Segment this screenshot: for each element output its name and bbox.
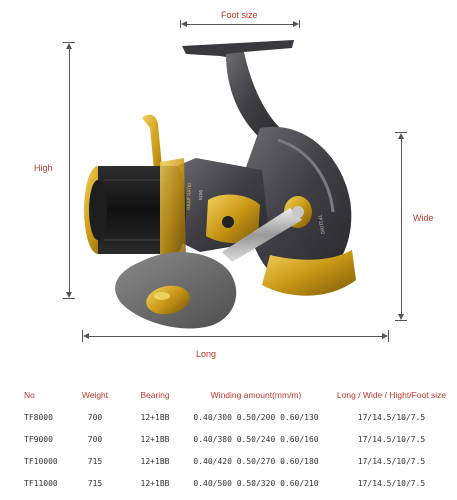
table-row: TF9000 700 12+1BB 0.40/380 0.50/240 0.60… <box>0 428 457 450</box>
cell-weight: 715 <box>87 456 103 466</box>
long-tick-right <box>388 330 389 342</box>
high-tick-top <box>63 42 75 43</box>
reel-foot <box>182 40 294 140</box>
cell-bearing: 12+1BB <box>140 434 170 444</box>
foot-size-tick-left <box>180 20 181 28</box>
cell-winding: 0.40/420 0.50/270 0.60/180 <box>193 456 319 466</box>
cell-dimensions: 17/14.5/10/7.5 <box>357 478 426 488</box>
header-weight: Weight <box>81 390 109 400</box>
reel-rotor: GEAR RATIO 5150 <box>172 158 270 252</box>
long-tick-left <box>82 330 83 342</box>
wide-tick-top <box>395 132 407 133</box>
reel-handle-knob <box>115 252 237 329</box>
wide-line <box>401 138 402 314</box>
long-label: Long <box>196 349 217 359</box>
reel-spec-text: 5150 <box>198 189 203 200</box>
cell-bearing: 12+1BB <box>140 478 170 488</box>
table-row: TF11000 715 12+1BB 0.40/500 0.50/320 0.6… <box>0 472 457 494</box>
wide-arrow-top <box>398 133 404 139</box>
header-bearing: Bearing <box>140 390 170 400</box>
long-arrow-left <box>83 333 89 339</box>
foot-size-arrow-right <box>293 21 299 27</box>
cell-winding: 0.40/500 0.50/320 0.60/210 <box>193 478 319 488</box>
header-dimensions: Long / Wide / Hight/Foot size <box>336 390 447 400</box>
reel-handle <box>222 196 312 262</box>
cell-bearing: 12+1BB <box>140 412 170 422</box>
cell-model: TF8000 <box>24 412 53 422</box>
foot-size-line <box>186 24 293 25</box>
high-arrow-bottom <box>66 292 72 298</box>
specs-table: No Weight Bearing Winding amount(mm/m) L… <box>0 384 457 494</box>
high-arrow-top <box>66 43 72 49</box>
foot-size-arrow-left <box>181 21 187 27</box>
cell-model: TF11000 <box>24 478 58 488</box>
header-no: No <box>24 390 35 400</box>
long-line <box>88 336 382 337</box>
high-line <box>69 48 70 292</box>
cell-weight: 700 <box>87 434 103 444</box>
cell-model: TF9000 <box>24 434 53 444</box>
table-row: TF8000 700 12+1BB 0.40/300 0.50/200 0.60… <box>0 406 457 428</box>
table-row: TF10000 715 12+1BB 0.40/420 0.50/270 0.6… <box>0 450 457 472</box>
cell-dimensions: 17/14.5/10/7.5 <box>357 434 426 444</box>
wide-label: Wide <box>413 213 434 223</box>
spinning-reel-image: TF11000 GEAR RATIO 5150 <box>84 40 356 329</box>
long-arrow-right <box>382 333 388 339</box>
wide-tick-bottom <box>395 320 407 321</box>
cell-dimensions: 17/14.5/10/7.5 <box>357 412 426 422</box>
header-winding-amount: Winding amount(mm/m) <box>210 390 302 400</box>
specs-header-row: No Weight Bearing Winding amount(mm/m) L… <box>0 384 457 406</box>
cell-model: TF10000 <box>24 456 58 466</box>
cell-dimensions: 17/14.5/10/7.5 <box>357 456 426 466</box>
foot-size-label: Foot size <box>221 10 258 20</box>
wide-arrow-bottom <box>398 314 404 320</box>
reel-gear-text: GEAR RATIO <box>186 182 192 210</box>
high-label: High <box>34 163 53 173</box>
cell-bearing: 12+1BB <box>140 456 170 466</box>
reel-model-text: TF11000 <box>316 214 325 235</box>
reel-spool <box>84 158 186 262</box>
high-tick-bottom <box>63 298 75 299</box>
cell-weight: 700 <box>87 412 103 422</box>
cell-winding: 0.40/300 0.50/200 0.60/130 <box>193 412 319 422</box>
cell-weight: 715 <box>87 478 103 488</box>
cell-winding: 0.40/380 0.50/240 0.60/160 <box>193 434 319 444</box>
foot-size-tick-right <box>299 20 300 28</box>
